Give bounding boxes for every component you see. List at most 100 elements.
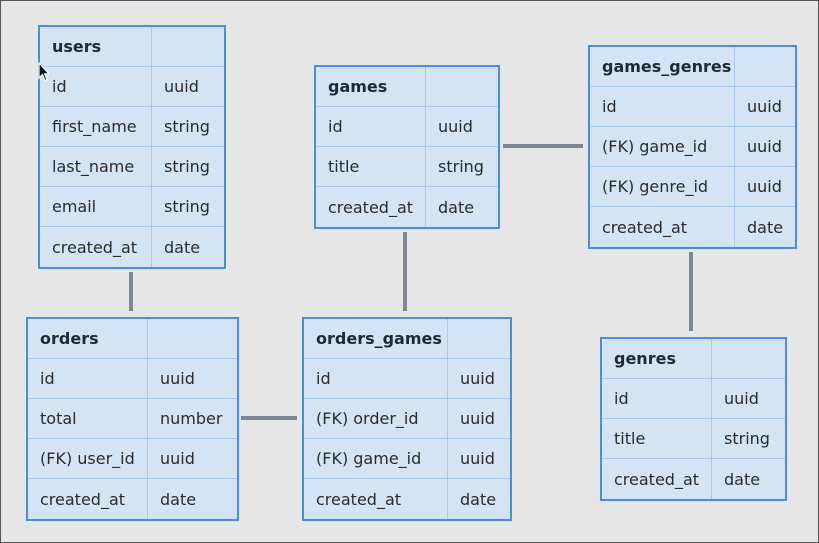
table-header: games_genres [590,47,795,87]
table-header-type-cell [712,339,785,378]
column-row[interactable]: created_at date [304,479,510,519]
table-header: genres [602,339,785,379]
column-name: (FK) game_id [304,439,448,478]
column-type: string [724,429,770,448]
column-name: created_at [602,459,712,499]
column-name: created_at [590,207,735,247]
column-row[interactable]: created_at date [40,227,224,267]
column-type: string [438,157,484,176]
column-name: last_name [40,147,152,186]
column-type: date [164,237,201,257]
column-name: created_at [40,227,152,267]
relationship-users-orders [129,272,133,311]
column-type: uuid [747,97,782,116]
column-type: string [164,197,210,216]
column-row[interactable]: created_at date [28,479,237,519]
column-name: (FK) genre_id [590,167,735,206]
table-header-type-cell [426,67,498,106]
relationship-games-orders-games [403,232,407,311]
table-title: users [40,27,152,66]
column-row[interactable]: (FK) order_id uuid [304,399,510,439]
column-name: id [28,359,148,398]
column-type: uuid [460,369,495,388]
column-row[interactable]: (FK) genre_id uuid [590,167,795,207]
column-name: id [590,87,735,126]
column-type: string [164,157,210,176]
column-type: number [160,409,223,428]
column-type: uuid [460,409,495,428]
column-row[interactable]: title string [602,419,785,459]
column-type: uuid [160,369,195,388]
column-name: created_at [304,479,448,519]
column-name: first_name [40,107,152,146]
table-header-type-cell [148,319,237,358]
table-title: games [316,67,426,106]
table-title: orders [28,319,148,358]
table-header-type-cell [152,27,224,66]
column-row[interactable]: total number [28,399,237,439]
table-header: games [316,67,498,107]
column-type: string [164,117,210,136]
column-type: date [438,197,475,217]
column-row[interactable]: created_at date [590,207,795,247]
table-header-type-cell [735,47,795,86]
column-row[interactable]: title string [316,147,498,187]
table-header-type-cell [448,319,510,358]
column-name: title [602,419,712,458]
relationship-games-genres-genres [689,252,693,331]
table-title: genres [602,339,712,378]
column-name: total [28,399,148,438]
column-name: email [40,187,152,226]
mouse-pointer-icon [38,62,50,82]
table-header: orders_games [304,319,510,359]
column-name: created_at [316,187,426,227]
column-type: uuid [160,449,195,468]
column-type: uuid [164,77,199,96]
column-row[interactable]: (FK) user_id uuid [28,439,237,479]
column-row[interactable]: last_name string [40,147,224,187]
column-row[interactable]: (FK) game_id uuid [590,127,795,167]
column-row[interactable]: (FK) game_id uuid [304,439,510,479]
column-type: uuid [460,449,495,468]
column-name: id [316,107,426,146]
column-type: uuid [724,389,759,408]
column-type: uuid [438,117,473,136]
column-name: (FK) game_id [590,127,735,166]
relationship-games-games-genres [503,144,583,148]
column-row[interactable]: email string [40,187,224,227]
table-header: orders [28,319,237,359]
column-type: date [160,489,197,509]
column-name: id [40,67,152,106]
table-title: games_genres [590,47,735,86]
column-name: title [316,147,426,186]
column-name: id [304,359,448,398]
column-name: (FK) order_id [304,399,448,438]
relationship-orders-orders-games [241,416,297,420]
table-title: orders_games [304,319,448,358]
column-type: uuid [747,177,782,196]
column-name: (FK) user_id [28,439,148,478]
column-type: uuid [747,137,782,156]
column-row[interactable]: created_at date [316,187,498,227]
column-type: date [747,217,784,237]
column-name: created_at [28,479,148,519]
column-type: date [460,489,497,509]
column-row[interactable]: created_at date [602,459,785,499]
column-type: date [724,469,761,489]
column-name: id [602,379,712,418]
column-row[interactable]: first_name string [40,107,224,147]
table-header: users [40,27,224,67]
